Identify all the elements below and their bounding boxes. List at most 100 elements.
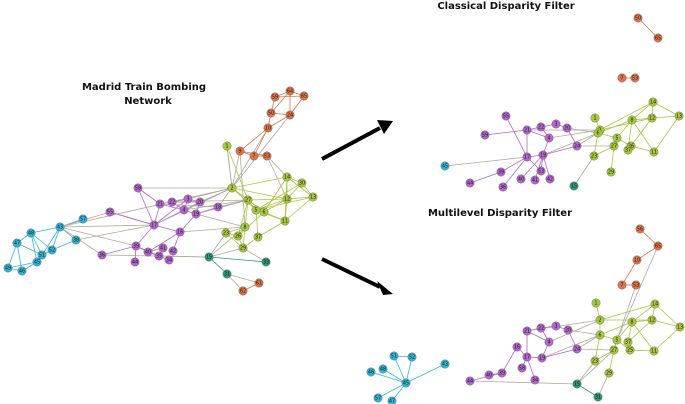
multilevel-node-29	[604, 368, 614, 378]
multilevel-node-label: 2	[598, 317, 601, 323]
full-node-label: 47	[14, 240, 20, 246]
multilevel-node-14	[650, 299, 660, 309]
full-node-4	[179, 205, 189, 215]
full-node-label: 50	[268, 110, 274, 116]
multilevel-node-1	[591, 298, 601, 308]
multilevel-edge	[576, 334, 601, 350]
classical-node-20	[562, 123, 572, 133]
full-node-label: 37	[255, 234, 261, 240]
full-edge	[59, 226, 103, 256]
full-node-51	[37, 250, 47, 260]
full-node-label: 34	[166, 257, 172, 263]
full-node-39	[131, 241, 141, 251]
multilevel-edge	[627, 319, 653, 343]
classical-node-45	[440, 161, 450, 171]
full-edge	[255, 209, 259, 238]
multilevel-edge	[653, 326, 681, 352]
classical-node-40	[516, 174, 526, 184]
full-node-label: 8	[243, 224, 246, 230]
multilevel-edge	[541, 334, 601, 359]
classical-node-label: 15	[571, 183, 577, 189]
classical-node-39	[496, 167, 506, 177]
full-node-5	[251, 205, 261, 215]
full-node-62	[238, 286, 248, 296]
multilevel-edge	[541, 348, 578, 359]
classical-node-label: 21	[524, 127, 530, 133]
multilevel-edge	[382, 368, 407, 384]
full-node-11	[280, 216, 290, 226]
multilevel-node-label: 1	[594, 300, 597, 306]
full-node-52	[47, 245, 57, 255]
full-node-47	[12, 238, 22, 248]
full-node-label: 46	[19, 268, 25, 274]
multilevel-node-21	[522, 326, 532, 336]
full-node-10	[263, 123, 273, 133]
full-node-label: 12	[284, 196, 290, 202]
multilevel-node-65	[653, 241, 663, 251]
multilevel-edge	[576, 349, 615, 385]
classical-edge	[542, 145, 578, 156]
full-node-label: 48	[28, 230, 34, 236]
classical-node-label: 24	[574, 143, 580, 149]
classical-node-label: 37	[625, 147, 631, 153]
multilevel-node-label: 16	[514, 344, 520, 350]
full-edge	[179, 226, 246, 233]
multilevel-node-34	[530, 375, 540, 385]
madrid-title-line1: Madrid Train Bombing	[82, 82, 206, 93]
classical-node-label: 22	[538, 124, 544, 130]
multilevel-node-43	[440, 359, 450, 369]
full-node-label: 27	[245, 197, 251, 203]
multilevel-node-label: 10	[634, 257, 640, 263]
multilevel-edge	[651, 319, 681, 328]
multilevel-node-48	[378, 364, 388, 374]
classical-node-label: 3	[554, 121, 557, 127]
multilevel-edge	[616, 245, 659, 341]
classical-node-6	[593, 128, 603, 138]
multilevel-edge	[654, 303, 681, 328]
full-edge	[244, 199, 249, 228]
multilevel-node-13	[675, 322, 685, 332]
multilevel-node-label: 37	[625, 339, 631, 345]
multilevel-node-label: 20	[565, 327, 571, 333]
multilevel-node-19	[537, 353, 547, 363]
full-node-35	[154, 251, 164, 261]
multilevel-node-label: 27	[611, 347, 617, 353]
full-edge	[237, 199, 249, 237]
full-node-label: 1	[225, 143, 228, 149]
multilevel-node-label: 43	[442, 361, 448, 367]
full-node-label: 29	[240, 245, 246, 251]
full-node-label: 23	[223, 230, 229, 236]
full-node-label: 59	[272, 94, 278, 100]
full-node-61	[254, 278, 264, 288]
network-classical: 5065753121413126852726231129375921223204…	[440, 13, 684, 192]
classical-node-53	[536, 166, 546, 176]
full-node-label: 35	[156, 253, 162, 259]
full-node-label: 53	[264, 153, 270, 159]
full-node-30	[297, 178, 307, 188]
classical-node-12	[647, 113, 657, 123]
full-node-label: 43	[57, 224, 63, 230]
classical-node-41	[530, 175, 540, 185]
full-node-38	[71, 235, 81, 245]
classical-node-label: 59	[482, 132, 488, 138]
multilevel-node-label: 7	[620, 282, 623, 288]
full-node-64	[285, 86, 295, 96]
multilevel-node-label: 11	[651, 348, 657, 354]
multilevel-node-label: 56	[637, 226, 643, 232]
full-edge	[30, 232, 38, 263]
full-node-46	[17, 266, 27, 276]
multilevel-node-58	[517, 363, 527, 373]
classical-node-53	[630, 73, 640, 83]
multilevel-node-45	[401, 378, 411, 388]
full-node-label: 58	[135, 185, 141, 191]
arrow-to-classical	[321, 120, 393, 161]
full-edge	[255, 196, 314, 211]
multilevel-node-label: 8	[630, 319, 633, 325]
multilevel-node-label: 44	[467, 378, 473, 384]
multilevel-node-label: 58	[519, 365, 525, 371]
full-edge	[257, 220, 286, 238]
full-node-36	[97, 250, 107, 260]
full-edge	[137, 187, 155, 226]
full-node-label: 24	[287, 112, 293, 118]
full-edge	[239, 127, 269, 152]
